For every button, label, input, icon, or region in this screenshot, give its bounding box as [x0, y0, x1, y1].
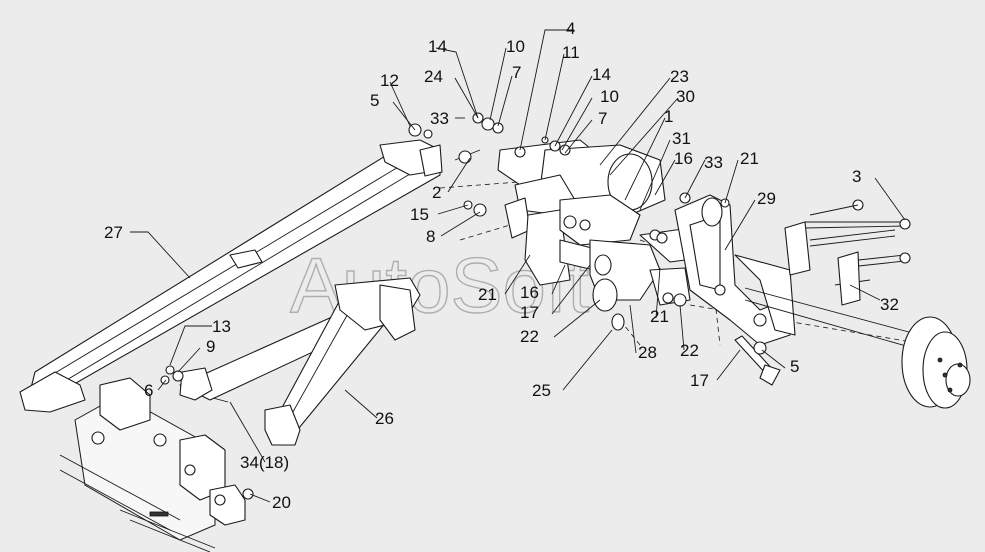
callout-7: 7	[512, 63, 521, 82]
callout-29: 29	[757, 189, 776, 208]
callout-27: 27	[104, 223, 123, 242]
callout-12: 12	[380, 71, 399, 90]
callout-22-b: 22	[680, 341, 699, 360]
callout-22: 22	[520, 327, 539, 346]
axle-hub	[744, 287, 971, 409]
callout-8: 8	[426, 227, 435, 246]
callout-33: 33	[430, 109, 449, 128]
small-hardware	[160, 112, 730, 500]
callout-17-b: 17	[690, 371, 709, 390]
callout-4: 4	[566, 19, 575, 38]
callout-7-b: 7	[598, 109, 607, 128]
pin-17	[734, 335, 781, 386]
plates-32	[784, 221, 861, 306]
callout-11: 11	[562, 43, 580, 62]
bracket-29	[674, 194, 796, 346]
callout-labels: 4 14 10 11 24 7 14 23 12 5 10 30 33 7 1 …	[104, 19, 899, 512]
callout-21: 21	[740, 149, 759, 168]
callout-33-b: 33	[704, 153, 723, 172]
callout-26: 26	[375, 409, 394, 428]
callout-28: 28	[638, 343, 657, 362]
callout-17: 17	[520, 303, 539, 322]
callout-14: 14	[428, 37, 447, 56]
callout-30: 30	[676, 87, 695, 106]
callout-31: 31	[672, 129, 691, 148]
chassis-frame	[59, 377, 246, 552]
callout-25: 25	[532, 381, 551, 400]
callout-1: 1	[664, 107, 673, 126]
callout-3: 3	[852, 167, 861, 186]
leader-lines	[130, 29, 906, 503]
callout-16: 16	[674, 149, 693, 168]
callout-23: 23	[670, 67, 689, 86]
callout-5-b: 5	[790, 357, 799, 376]
callout-13: 13	[212, 317, 231, 336]
callout-21-b: 21	[478, 285, 497, 304]
callout-10: 10	[506, 37, 525, 56]
center-bracket-assembly	[497, 139, 701, 312]
callout-34-18: 34(18)	[240, 453, 289, 472]
callout-21-c: 21	[650, 307, 669, 326]
callout-15: 15	[410, 205, 429, 224]
callout-32: 32	[880, 295, 899, 314]
callout-20: 20	[272, 493, 291, 512]
callout-5: 5	[370, 91, 379, 110]
callout-6: 6	[144, 381, 153, 400]
callout-24: 24	[424, 67, 443, 86]
beam-27	[19, 139, 443, 413]
callout-9: 9	[206, 337, 215, 356]
callout-14-b: 14	[592, 65, 611, 84]
callout-2: 2	[432, 183, 441, 202]
callout-10-b: 10	[600, 87, 619, 106]
callout-16-b: 16	[520, 283, 539, 302]
beam-26	[179, 277, 421, 446]
